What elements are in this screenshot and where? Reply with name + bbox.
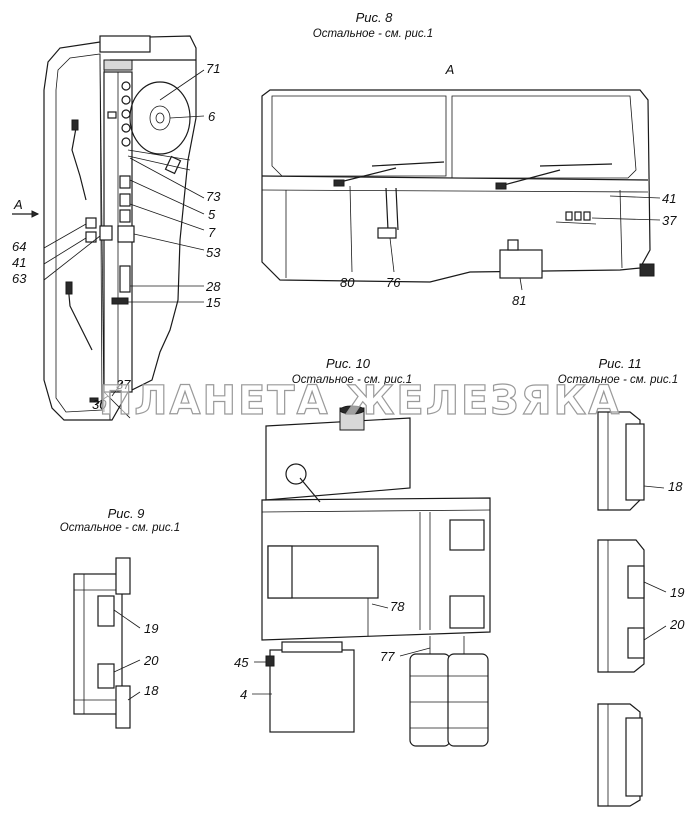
callout-81: 81 xyxy=(512,293,527,308)
callout-71: 71 xyxy=(206,61,221,76)
callout-41-side: 41 xyxy=(12,255,27,270)
callout-45: 45 xyxy=(234,655,249,670)
callout-78: 78 xyxy=(390,599,405,614)
fig10-title: Рис. 10 xyxy=(325,356,371,371)
callout-6: 6 xyxy=(208,109,216,124)
fig8-title: Рис. 8 xyxy=(355,10,393,25)
fig11-title: Рис. 11 xyxy=(598,356,642,371)
callout-4: 4 xyxy=(240,687,248,702)
callout-76: 76 xyxy=(386,275,401,290)
callout-19-fig9: 19 xyxy=(144,621,159,636)
callout-77: 77 xyxy=(380,649,395,664)
callout-20-fig9: 20 xyxy=(144,653,159,668)
fig11-drawing xyxy=(597,411,667,807)
fig9-subtitle: Остальное - см. рис.1 xyxy=(59,522,181,534)
callout-7: 7 xyxy=(208,225,216,240)
callout-19-fig11: 19 xyxy=(670,585,685,600)
fig9-title: Рис. 9 xyxy=(107,506,145,521)
fig10-subtitle: Остальное - см. рис.1 xyxy=(291,374,413,386)
callout-15: 15 xyxy=(206,295,221,310)
fig8-view-label: A xyxy=(445,62,455,77)
callout-5: 5 xyxy=(208,207,216,222)
callout-73: 73 xyxy=(206,189,221,204)
fig8-subtitle: Остальное - см. рис.1 xyxy=(312,28,434,40)
fig10-drawing xyxy=(252,405,491,747)
side-view-arrow-label: A xyxy=(14,197,23,212)
callout-41-fig8: 41 xyxy=(662,191,677,206)
callout-53: 53 xyxy=(206,245,221,260)
callout-37-fig8: 37 xyxy=(662,213,677,228)
fig9-drawing xyxy=(73,557,141,729)
callout-63: 63 xyxy=(12,271,27,286)
callout-37-side: 37 xyxy=(116,377,131,392)
callout-28: 28 xyxy=(206,279,221,294)
callout-64: 64 xyxy=(12,239,27,254)
fig11-subtitle: Остальное - см. рис.1 xyxy=(557,374,679,386)
callout-18-fig9: 18 xyxy=(144,683,159,698)
callout-20-fig11: 20 xyxy=(670,617,685,632)
cab-side-view xyxy=(12,35,205,421)
callout-30: 30 xyxy=(92,397,107,412)
callout-18-fig11: 18 xyxy=(668,479,683,494)
callout-80: 80 xyxy=(340,275,355,290)
fig8-drawing xyxy=(261,89,661,291)
